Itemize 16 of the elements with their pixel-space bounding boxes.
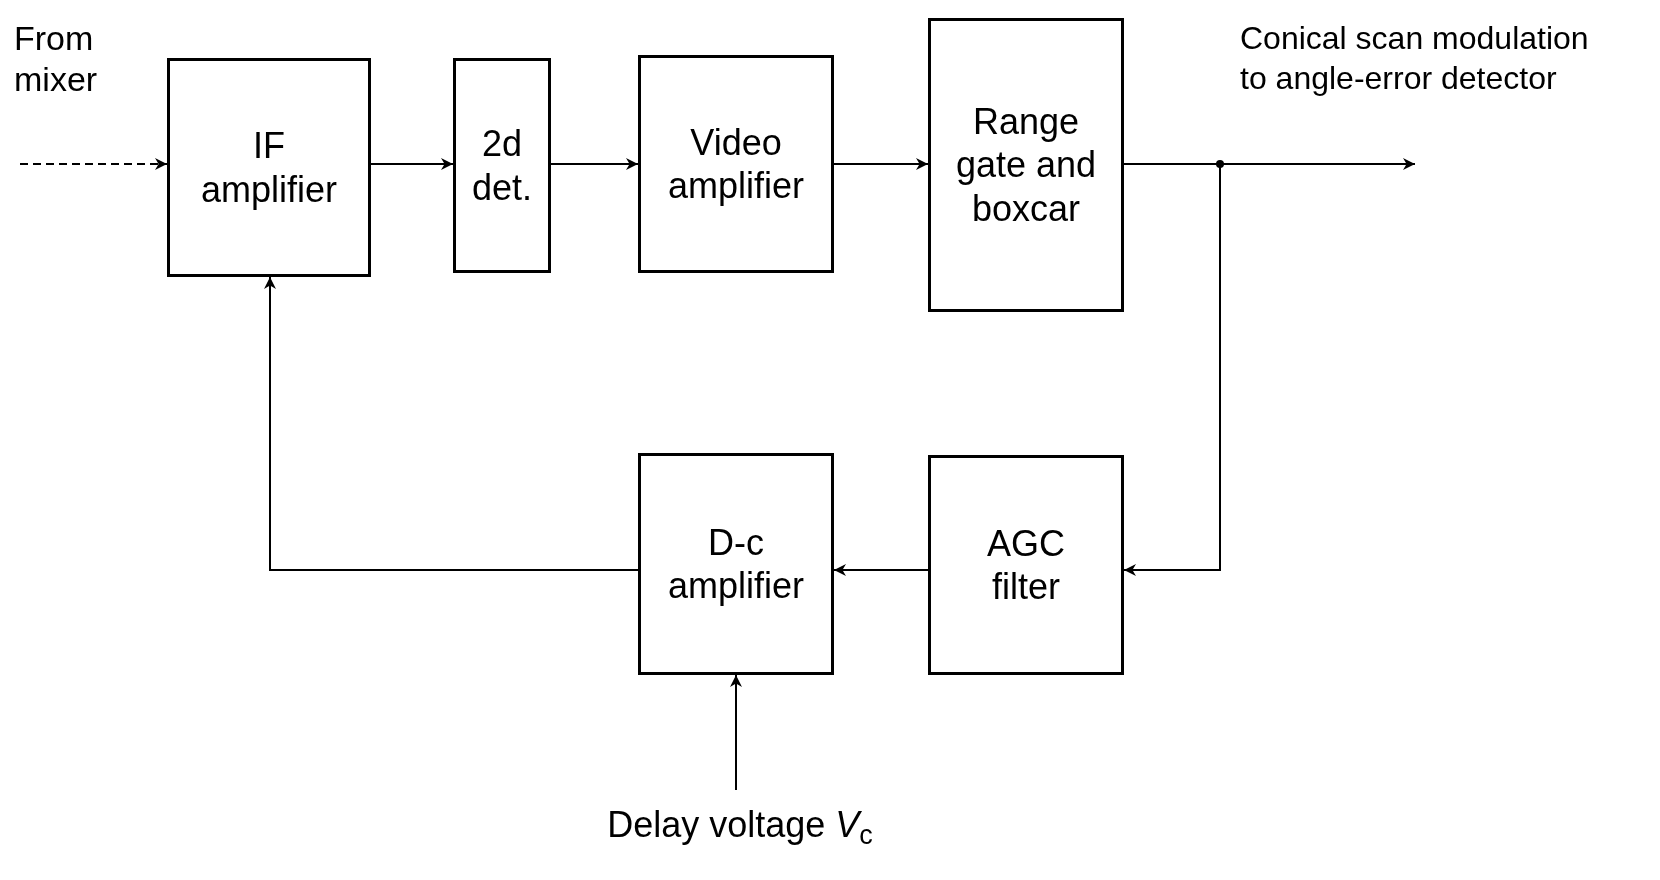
block-box: D-c amplifier	[638, 453, 834, 675]
arrow	[370, 158, 454, 170]
arrow	[1123, 163, 1221, 576]
arrow	[833, 158, 929, 170]
arrow	[730, 674, 742, 791]
input-label: From mixer	[14, 18, 99, 100]
block-box: IF amplifier	[167, 58, 371, 277]
block-box: 2d det.	[453, 58, 551, 273]
input-label: Delay voltage V$_{c}$	[590, 790, 890, 860]
arrow	[19, 158, 168, 170]
block-box: Range gate and boxcar	[928, 18, 1124, 312]
arrow	[833, 564, 929, 576]
arrow	[264, 276, 639, 571]
block-box: Video amplifier	[638, 55, 834, 273]
arrow	[550, 158, 639, 170]
block-box: AGC filter	[928, 455, 1124, 675]
